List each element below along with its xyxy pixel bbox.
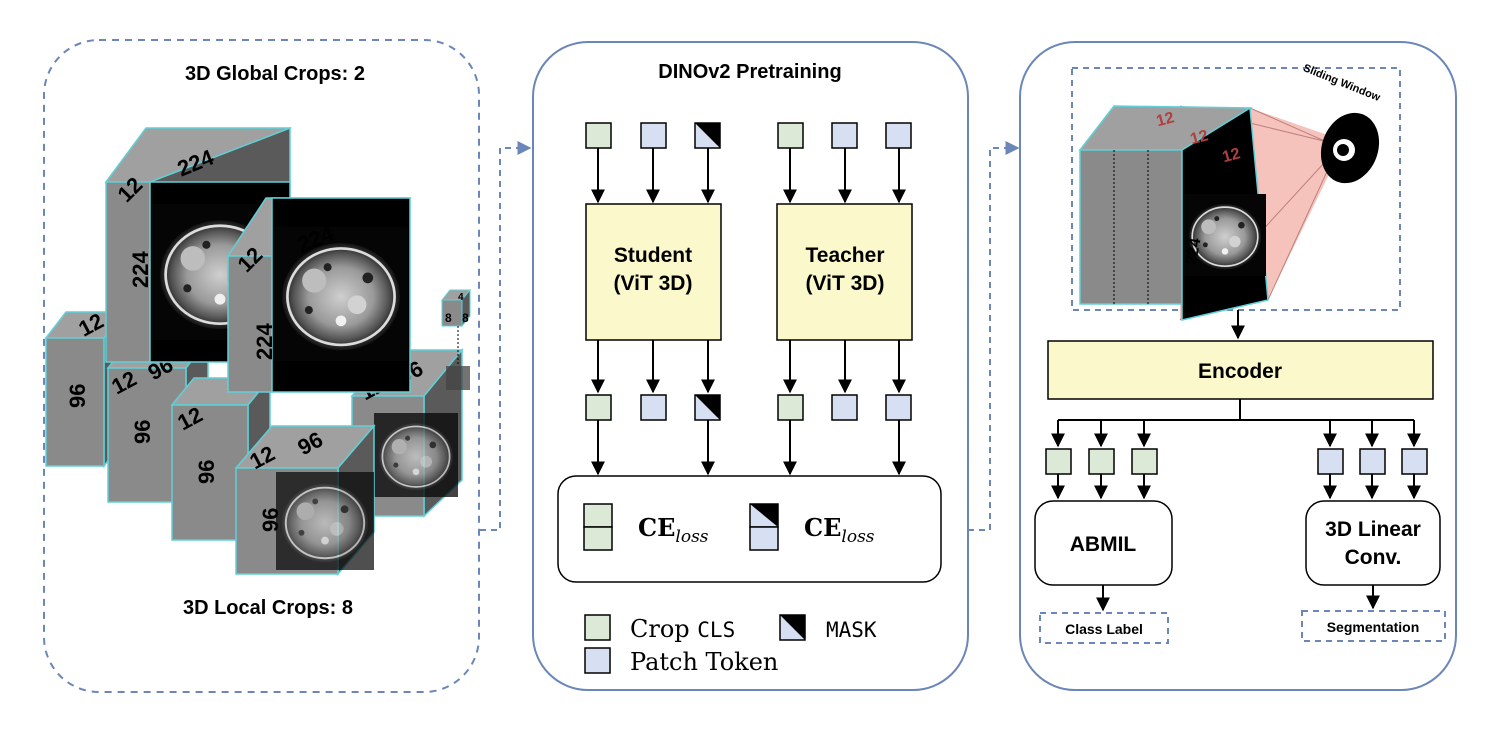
volume-height-label: 224: [1183, 237, 1204, 266]
encoder-label: Encoder: [1198, 360, 1282, 383]
patch-token: [885, 394, 912, 421]
legend-cls-swatch: [584, 614, 611, 641]
global-height-label: 224: [252, 323, 277, 360]
cls-loss-token-pair: [583, 503, 613, 551]
connector-arrow: [480, 141, 532, 531]
slab-depth-label: 12: [1155, 109, 1177, 130]
local-height-label: 96: [258, 508, 283, 532]
pretraining-title: DINOv2 Pretraining: [658, 61, 841, 83]
patch-dim-label: 8: [445, 311, 452, 325]
local-height-label: 96: [65, 384, 90, 408]
slab-depth-label: 12: [1221, 145, 1243, 166]
patch-loss-token-pair: [749, 503, 779, 551]
local-crop-cube: 12 96 96: [234, 423, 376, 577]
cls-token: [1131, 448, 1158, 475]
student-encoder: Student (ViT 3D): [585, 203, 722, 341]
patch-token: [831, 122, 858, 149]
connector-arrow: [968, 141, 1020, 531]
linear-conv-head: 3D Linear Conv.: [1305, 500, 1441, 586]
patch-token: [885, 122, 912, 149]
pretraining-panel: DINOv2 Pretraining Student (ViT 3D): [532, 41, 969, 691]
class-label-text: Class Label: [1065, 621, 1143, 637]
local-height-label: 96: [130, 420, 155, 444]
downstream-panel-border: [1019, 41, 1457, 691]
local-crops-title: 3D Local Crops: 8: [183, 597, 353, 619]
patch-dim-label: 8: [462, 311, 469, 325]
class-label-output: Class Label: [1039, 612, 1169, 644]
cls-token: [1088, 448, 1115, 475]
abmil-head: ABMIL: [1034, 500, 1173, 586]
mask-token: [694, 394, 721, 421]
cls-token: [585, 122, 612, 149]
student-sublabel: (ViT 3D): [614, 272, 693, 295]
teacher-encoder: Teacher (ViT 3D): [776, 203, 913, 341]
teacher-sublabel: (ViT 3D): [806, 272, 885, 295]
cls-token: [1045, 448, 1072, 475]
segmentation-text: Segmentation: [1327, 619, 1420, 635]
pretraining-panel-border: [532, 41, 969, 691]
cls-token: [777, 394, 804, 421]
patch-token: [1359, 448, 1386, 475]
mask-token: [694, 122, 721, 149]
cls-token: [585, 394, 612, 421]
crops-panel-border: [43, 39, 480, 693]
full-volume-cube: 12 12 12 224 224 Full Volume: [1078, 105, 1269, 321]
legend-crop-cls: Crop CLS: [630, 615, 735, 643]
global-height-label: 224: [128, 251, 153, 288]
patch-cube: 8 8 4: [440, 288, 472, 390]
abmil-label: ABMIL: [1070, 533, 1137, 556]
patch-token: [640, 122, 667, 149]
legend-patch-swatch: [584, 647, 611, 674]
cls-loss-label: CEloss: [638, 513, 709, 547]
downstream-panel: 12 12 12 224 224 Full Volume Sliding Win…: [1019, 41, 1457, 691]
slab-depth-label: 12: [1189, 127, 1211, 148]
cls-token: [777, 122, 804, 149]
patch-token: [1317, 448, 1344, 475]
patch-token: [1401, 448, 1428, 475]
volume-width-label: 224: [1187, 171, 1217, 194]
local-height-label: 96: [194, 460, 219, 484]
linear-conv-label: 3D Linear: [1325, 518, 1421, 541]
linear-conv-sublabel: Conv.: [1345, 546, 1402, 569]
patch-dim-label: 4: [458, 292, 464, 303]
legend-patch-token: Patch Token: [630, 648, 778, 676]
student-label: Student: [614, 244, 692, 267]
patch-loss-label: CEloss: [804, 513, 875, 547]
global-crops-title: 3D Global Crops: 2: [185, 63, 365, 85]
legend-mask: MASK: [826, 618, 877, 642]
legend-mask-swatch: [779, 614, 806, 641]
teacher-label: Teacher: [806, 244, 885, 267]
patch-token: [640, 394, 667, 421]
legend: Crop CLS MASK Patch Token: [584, 614, 877, 676]
crops-panel: 3D Global Crops: 2 3D Local Crops: 8 12 …: [43, 39, 480, 693]
patch-token: [831, 394, 858, 421]
encoder-block: Encoder: [1047, 340, 1434, 400]
segmentation-output: Segmentation: [1301, 610, 1446, 642]
loss-box: CEloss CEloss: [557, 475, 942, 583]
global-crop-cube: 12 224 224: [226, 197, 412, 393]
